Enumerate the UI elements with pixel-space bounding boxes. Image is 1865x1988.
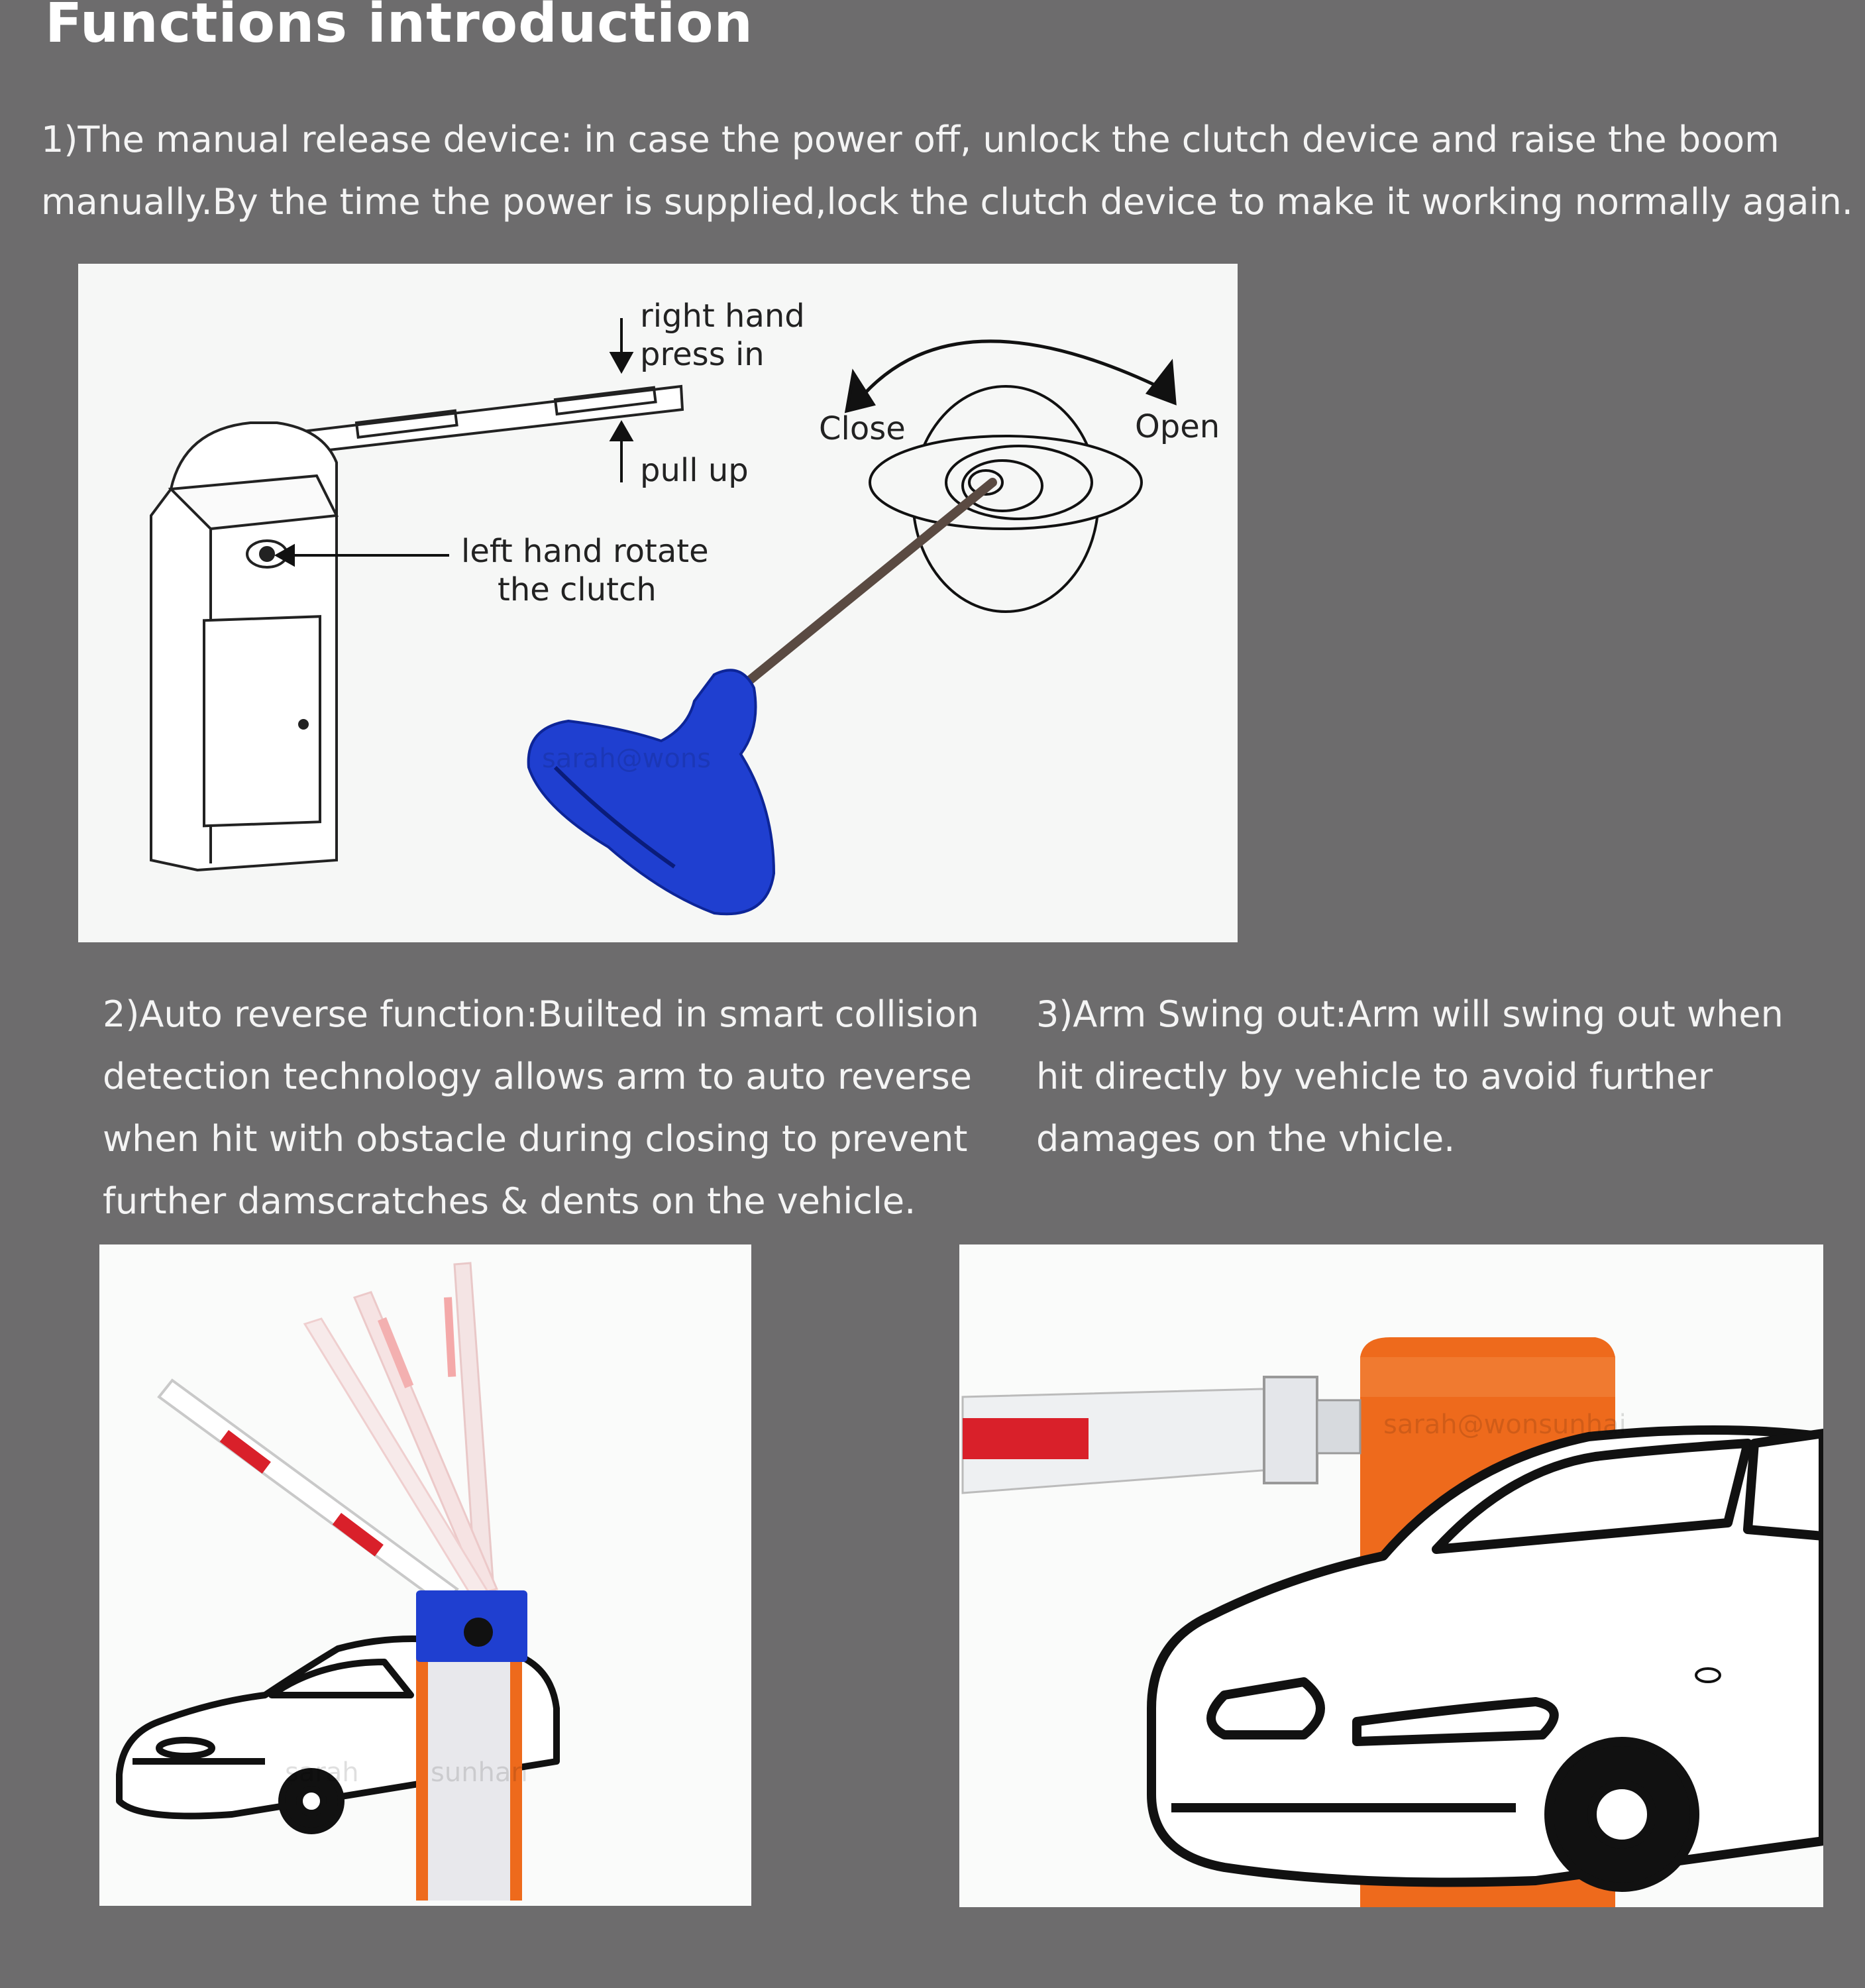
arm-swing-photo: sarah@wonsunhai	[959, 1244, 1823, 1907]
right-hand-label: right hand	[640, 298, 805, 335]
blue-key-handle-icon	[527, 669, 776, 916]
close-label: Close	[819, 410, 906, 447]
pull-up-label: pull up	[640, 452, 749, 489]
car-outline-drawing	[1147, 1425, 1823, 1892]
page-title: Functions introduction	[45, 0, 753, 55]
open-label: Open	[1135, 408, 1220, 445]
guide-arrows	[274, 318, 634, 567]
auto-reverse-illustration: sarah sunhan	[116, 1262, 560, 1901]
auto-reverse-photo: sarah sunhan	[99, 1244, 751, 1906]
clutch-ellipses	[869, 385, 1143, 613]
manual-release-description: 1)The manual release device: in case the…	[41, 119, 1853, 223]
auto-reverse-description: 2)Auto reverse function:Builted in smart…	[103, 993, 979, 1222]
arm-swing-illustration: sarah@wonsunhai	[961, 1337, 1823, 1907]
motor-knob-icon	[464, 1618, 493, 1647]
key-shaft	[719, 478, 997, 706]
press-in-label: press in	[640, 336, 765, 373]
barrier-arm-positions	[157, 1262, 499, 1608]
rotation-arrow-icon	[844, 339, 1177, 414]
manual-release-illustration: right hand press in pull up left hand ro…	[150, 298, 1220, 916]
watermark-text: sarah	[285, 1757, 359, 1788]
left-hand-rotate-label: left hand rotate	[461, 533, 709, 570]
the-clutch-label: the clutch	[498, 571, 657, 608]
watermark-text: sunhan	[431, 1757, 528, 1788]
watermark-text: sarah@wonsunhai	[1383, 1409, 1626, 1440]
swing-arm	[961, 1376, 1361, 1494]
barrier-cabinet-drawing	[150, 421, 339, 872]
arm-swing-description: 3)Arm Swing out:Arm will swing out when …	[1036, 993, 1784, 1160]
manual-release-diagram: right hand press in pull up left hand ro…	[78, 264, 1238, 942]
watermark-text: sarah@wons	[542, 744, 711, 774]
barrier-cabinet	[416, 1590, 527, 1901]
